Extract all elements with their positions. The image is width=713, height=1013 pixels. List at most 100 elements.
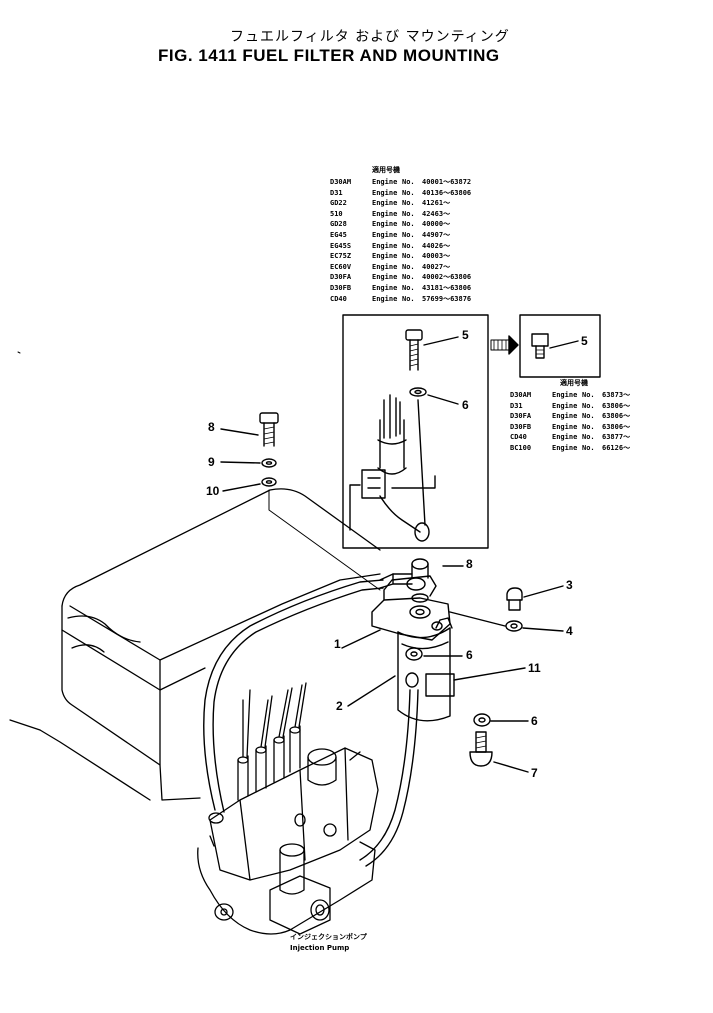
serial-row: D30AM Engine No. 40001～63872 bbox=[330, 179, 471, 186]
serial-row: CD40 Engine No. 57699～63876 bbox=[330, 294, 472, 303]
serial-range: 66126～ bbox=[602, 444, 631, 452]
title-english: FIG. 1411 FUEL FILTER AND MOUNTING bbox=[158, 46, 500, 65]
serial-no: No. bbox=[402, 220, 415, 229]
bolt-3-icon bbox=[506, 587, 523, 611]
serial-range: 40027～ bbox=[422, 262, 451, 271]
serial-range: 40000～ bbox=[422, 220, 451, 229]
serial-range: 40001～63872 bbox=[422, 178, 472, 186]
serial-no: No. bbox=[402, 188, 415, 197]
serial-model: EC75Z bbox=[330, 252, 352, 261]
callout-6-inset: 6 bbox=[462, 398, 469, 412]
serial-engine: Engine bbox=[372, 252, 398, 261]
serial-range: 40002～63806 bbox=[422, 273, 472, 282]
serial-range: 40003～ bbox=[422, 252, 451, 261]
serial-no: No. bbox=[402, 178, 415, 186]
serial-row: GD22 Engine No. 41261～ bbox=[330, 200, 450, 207]
callout-7: 7 bbox=[531, 766, 538, 780]
serial-table-2-heading: 適用号機 bbox=[560, 379, 588, 387]
filter-head-inset bbox=[349, 394, 436, 542]
pump-label-english: Injection Pump bbox=[290, 944, 350, 952]
serial-range: 63806～ bbox=[602, 401, 631, 410]
serial-no: No. bbox=[582, 422, 595, 431]
serial-model: GD28 bbox=[330, 220, 347, 229]
serial-no: No. bbox=[402, 273, 415, 282]
serial-engine: Engine bbox=[552, 433, 578, 442]
serial-no: No. bbox=[402, 231, 415, 239]
callout-1: 1 bbox=[334, 637, 341, 651]
serial-row: D30FA Engine No. 40002～63806 bbox=[330, 274, 471, 281]
serial-engine: Engine bbox=[372, 199, 398, 208]
serial-model: D31 bbox=[510, 401, 523, 410]
serial-range: 57699～63876 bbox=[422, 294, 472, 303]
serial-no: No. bbox=[582, 444, 595, 452]
callout-6-lower: 6 bbox=[531, 714, 538, 728]
callout-11: 11 bbox=[528, 661, 541, 675]
washer-6-inset-icon bbox=[409, 387, 427, 397]
serial-no: No. bbox=[402, 284, 415, 292]
serial-model: 510 bbox=[330, 209, 343, 218]
serial-engine: Engine bbox=[372, 294, 398, 303]
serial-engine: Engine bbox=[552, 391, 578, 399]
serial-range: 63877～ bbox=[602, 433, 631, 442]
serial-no: No. bbox=[402, 209, 415, 218]
serial-row: GD28 Engine No. 40000～ bbox=[330, 221, 450, 228]
serial-no: No. bbox=[402, 199, 415, 208]
callout-5-old: 5 bbox=[462, 328, 469, 342]
serial-range: 41261～ bbox=[422, 199, 451, 208]
serial-range: 63806～ bbox=[602, 412, 631, 421]
serial-engine: Engine bbox=[372, 178, 398, 186]
pump-label-japanese: インジェクションポンプ bbox=[290, 933, 367, 941]
serial-engine: Engine bbox=[372, 241, 398, 250]
serial-engine: Engine bbox=[372, 284, 398, 292]
serial-engine: Engine bbox=[372, 209, 398, 218]
serial-no: No. bbox=[402, 241, 415, 250]
filter-bracket bbox=[371, 558, 451, 641]
serial-model: CD40 bbox=[330, 294, 347, 303]
serial-engine: Engine bbox=[552, 401, 578, 410]
callout-8-left: 8 bbox=[208, 420, 215, 434]
washer-6-lower-icon bbox=[473, 713, 491, 727]
serial-model: GD22 bbox=[330, 199, 347, 208]
serial-model: D30AM bbox=[330, 178, 352, 186]
serial-model: D30AM bbox=[510, 391, 532, 399]
callout-6-mid: 6 bbox=[466, 648, 473, 662]
callout-3: 3 bbox=[566, 578, 573, 592]
serial-range: 42463～ bbox=[422, 209, 451, 218]
fuel-filter-cartridge bbox=[397, 617, 455, 722]
serial-model: D30FA bbox=[510, 412, 532, 421]
callout-10: 10 bbox=[206, 484, 220, 498]
serial-range: 63806～ bbox=[602, 422, 631, 431]
serial-engine: Engine bbox=[372, 273, 398, 282]
engine-block bbox=[9, 488, 381, 801]
callout-8-right: 8 bbox=[466, 557, 473, 571]
serial-engine: Engine bbox=[372, 220, 398, 229]
serial-table-1-heading: 適用号機 bbox=[372, 166, 400, 174]
serial-no: No. bbox=[582, 401, 595, 410]
serial-model: D30FB bbox=[510, 422, 532, 431]
serial-no: No. bbox=[402, 252, 415, 261]
serial-engine: Engine bbox=[372, 262, 398, 271]
serial-model: BC100 bbox=[510, 444, 532, 452]
serial-row: EC75Z Engine No. 40003～ bbox=[330, 253, 450, 260]
callout-2: 2 bbox=[336, 699, 343, 713]
bolt-5-new-icon bbox=[531, 333, 549, 359]
serial-range: 44907～ bbox=[422, 231, 451, 239]
washer-9-icon bbox=[261, 458, 277, 468]
serial-model: D30FA bbox=[330, 273, 352, 282]
serial-no: No. bbox=[402, 294, 415, 303]
serial-engine: Engine bbox=[372, 188, 398, 197]
serial-no: No. bbox=[582, 412, 595, 421]
title-japanese: フュエルフィルタ および マウンティング bbox=[230, 29, 510, 45]
